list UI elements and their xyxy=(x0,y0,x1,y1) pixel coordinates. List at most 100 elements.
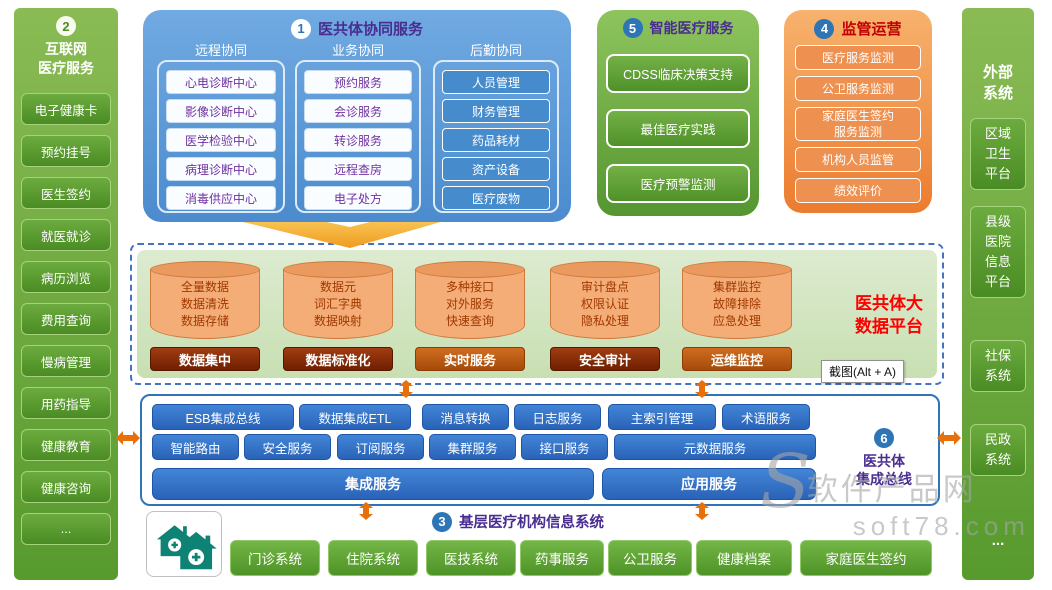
bigdata-platform-title: 医共体大 数据平台 xyxy=(855,294,923,336)
label-security-audit: 安全审计 xyxy=(550,347,660,371)
esb-bus-box: ESB集成总线 xyxy=(152,404,294,430)
bigdata-platform-panel: 全量数据 数据清洗 数据存储 数据集中 数据元 词汇字典 数据映射 数据标准化 … xyxy=(130,243,944,385)
smart-medical-panel: 5 智能医疗服务 CDSS临床决策支持 最佳医疗实践 医疗预警监测 xyxy=(597,10,759,216)
smart-header: 5 智能医疗服务 xyxy=(597,10,759,38)
internet-medical-services-panel: 2 互联网 医疗服务 电子健康卡 预约挂号 医生签约 就医就诊 病历浏览 费用查… xyxy=(14,8,118,580)
subscription-service-box: 订阅服务 xyxy=(337,434,424,460)
collab-title: 医共体协同服务 xyxy=(317,21,423,38)
label-realtime-service: 实时服务 xyxy=(415,347,525,371)
pharmacy-service-box: 药事服务 xyxy=(520,540,604,576)
family-doctor-signing-box: 家庭医生签约 xyxy=(800,540,932,576)
cylinder-realtime-service: 多种接口 对外服务 快速查询 xyxy=(415,261,525,339)
finance-mgmt-box: 财务管理 xyxy=(442,99,550,123)
cylinder-text: 全量数据 数据清洗 数据存储 xyxy=(180,280,229,328)
business-collab-header: 业务协同 xyxy=(331,43,384,58)
sidebar-item-chronic-disease: 慢病管理 xyxy=(21,345,111,377)
panel-6-badge: 6 xyxy=(874,428,894,448)
appointment-service-box: 预约服务 xyxy=(304,70,412,94)
remote-collab-header: 远程协同 xyxy=(194,43,247,58)
interface-service-box: 接口服务 xyxy=(521,434,608,460)
screenshot-tooltip: 截图(Alt + A) xyxy=(821,360,905,383)
message-transform-box: 消息转换 xyxy=(422,404,509,430)
double-arrow-vertical-icon xyxy=(399,380,413,398)
integration-bus-panel: ESB集成总线 数据集成ETL 消息转换 日志服务 主索引管理 术语服务 智能路… xyxy=(140,394,940,506)
terminology-service-box: 术语服务 xyxy=(722,404,810,430)
cylinder-top xyxy=(150,261,260,278)
cylinder-ops-monitoring: 集群监控 故障排除 应急处理 xyxy=(682,261,792,339)
double-arrow-vertical-icon xyxy=(695,502,709,520)
cdss-support-box: CDSS临床决策支持 xyxy=(606,54,750,93)
log-service-box: 日志服务 xyxy=(514,404,601,430)
regulation-operations-panel: 4 监管运营 医疗服务监测 公卫服务监测 家庭医生签约 服务监测 机构人员监管 … xyxy=(784,10,932,213)
remote-rounds-box: 远程查房 xyxy=(304,157,412,181)
label-ops-monitoring: 运维监控 xyxy=(682,347,792,371)
cylinder-text: 多种接口 对外服务 快速查询 xyxy=(445,280,494,328)
panel-2-badge: 2 xyxy=(56,16,76,36)
base-systems-header: 3 基层医疗机构信息系统 xyxy=(432,511,604,532)
security-service-box: 安全服务 xyxy=(244,434,331,460)
drug-supplies-box: 药品耗材 xyxy=(442,128,550,152)
double-arrow-vertical-icon xyxy=(695,380,709,398)
cylinder-body xyxy=(283,269,393,339)
panel-1-badge: 1 xyxy=(290,18,311,39)
double-arrow-vertical-icon xyxy=(359,502,373,520)
application-services-box: 应用服务 xyxy=(602,468,816,500)
sidebar-item-health-consult: 健康咨询 xyxy=(21,471,111,503)
hospital-icon xyxy=(146,511,222,577)
cylinder-body xyxy=(682,269,792,339)
smart-routing-box: 智能路由 xyxy=(152,434,239,460)
remote-collab-group: 心电诊断中心 影像诊断中心 医学检验中心 病理诊断中心 消毒供应中心 xyxy=(157,60,285,213)
imaging-center-box: 影像诊断中心 xyxy=(166,99,276,123)
metadata-service-box: 元数据服务 xyxy=(614,434,816,460)
asset-equipment-box: 资产设备 xyxy=(442,157,550,181)
social-security-system-box: 社保 系统 xyxy=(970,340,1026,392)
best-practice-box: 最佳医疗实践 xyxy=(606,109,750,148)
cluster-service-box: 集群服务 xyxy=(429,434,516,460)
base-systems-title: 基层医疗机构信息系统 xyxy=(459,515,604,531)
cylinder-top xyxy=(415,261,525,278)
pathology-center-box: 病理诊断中心 xyxy=(166,157,276,181)
cylinder-body xyxy=(150,269,260,339)
hospital-houses-glyph xyxy=(156,525,217,570)
bus-title: 医共体 集成总线 xyxy=(856,453,912,487)
outpatient-system-box: 门诊系统 xyxy=(230,540,320,576)
cylinder-body xyxy=(550,269,660,339)
bus-brand: 6 医共体 集成总线 xyxy=(840,428,928,488)
sidebar-item-health-education: 健康教育 xyxy=(21,429,111,461)
double-arrow-horizontal-icon xyxy=(116,431,140,445)
panel-5-badge: 5 xyxy=(622,18,643,38)
county-hospital-platform-box: 县级 医院 信息 平台 xyxy=(970,206,1026,298)
regional-health-platform-box: 区域 卫生 平台 xyxy=(970,118,1026,190)
label-data-standardization: 数据标准化 xyxy=(283,347,393,371)
lab-center-box: 医学检验中心 xyxy=(166,128,276,152)
public-health-monitor-box: 公卫服务监测 xyxy=(795,76,921,101)
cylinder-text: 数据元 词汇字典 数据映射 xyxy=(313,280,362,328)
public-health-service-box: 公卫服务 xyxy=(608,540,692,576)
medtech-system-box: 医技系统 xyxy=(426,540,516,576)
bigdata-platform-inner: 全量数据 数据清洗 数据存储 数据集中 数据元 词汇字典 数据映射 数据标准化 … xyxy=(137,250,937,378)
double-arrow-horizontal-icon xyxy=(937,431,961,445)
e-prescription-box: 电子处方 xyxy=(304,186,412,210)
warning-monitor-box: 医疗预警监测 xyxy=(606,164,750,203)
cylinder-text: 审计盘点 权限认证 隐私处理 xyxy=(580,280,629,328)
inpatient-system-box: 住院系统 xyxy=(328,540,418,576)
big-yellow-down-arrow-icon xyxy=(243,200,458,248)
cylinder-text: 集群监控 故障排除 应急处理 xyxy=(712,280,761,328)
integration-services-box: 集成服务 xyxy=(152,468,594,500)
cylinder-data-standardization: 数据元 词汇字典 数据映射 xyxy=(283,261,393,339)
medical-waste-box: 医疗废物 xyxy=(442,186,550,210)
panel-3-badge: 3 xyxy=(432,511,452,532)
health-records-box: 健康档案 xyxy=(696,540,792,576)
label-data-collection: 数据集中 xyxy=(150,347,260,371)
regulation-header: 4 监管运营 xyxy=(784,10,932,39)
medical-service-monitor-box: 医疗服务监测 xyxy=(795,45,921,70)
external-systems-panel: 外部 系统 区域 卫生 平台 县级 医院 信息 平台 社保 系统 民政 系统 .… xyxy=(962,8,1034,580)
sidebar-item-medical-records: 病历浏览 xyxy=(21,261,111,293)
cylinder-top xyxy=(682,261,792,278)
external-systems-more: ... xyxy=(991,532,1005,549)
cylinder-body xyxy=(415,269,525,339)
external-systems-title: 外部 系统 xyxy=(982,64,1013,102)
sidebar-item-medication-guide: 用药指导 xyxy=(21,387,111,419)
sidebar-item-doctor-signing: 医生签约 xyxy=(21,177,111,209)
master-index-box: 主索引管理 xyxy=(608,404,716,430)
